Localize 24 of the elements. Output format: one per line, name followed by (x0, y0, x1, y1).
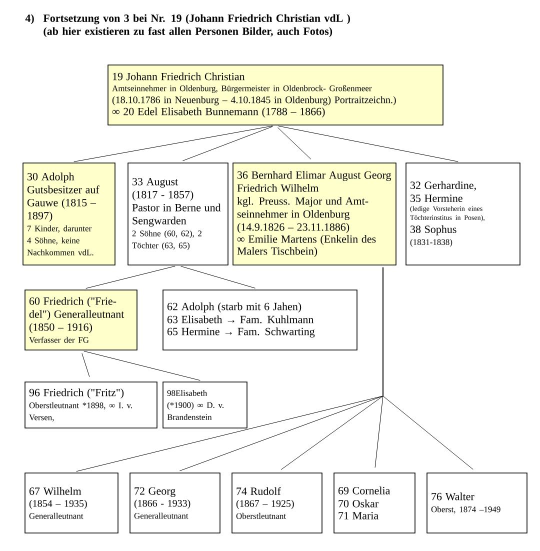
connector-line (82, 353, 90, 378)
person-box: 69 Cornelia 70 Oskar 71 Maria (334, 472, 416, 534)
person-box: 98Elisabeth (*1900) ∞ D. v. Brandenstein (162, 382, 248, 428)
person-box: 96 Friedrich ("Fritz") Oberstleutnant *1898, ∞ I. v. Versen, (24, 382, 158, 428)
person-box: 60 Friedrich ("Frie-del") Generalleutnant (1850 – 1916) Verfasser der FG (24, 290, 138, 350)
connector-line (86, 266, 176, 289)
person-box: 76 Walter Oberst, 1874 –1949 (426, 472, 528, 534)
connector-line (382, 267, 474, 470)
connector-line (277, 127, 312, 160)
connector-line (84, 350, 200, 381)
connector-line (180, 266, 256, 288)
connector-line (278, 126, 458, 162)
person-box: 74 Rudolf (1867 – 1925) Oberstleutnant (232, 472, 322, 534)
person-box: 30 Adolph Gutsbesitzer auf Gauwe (1815 – 1897) 7 Kinder, darunter 4 Söhne, keine Nachkommen vdL. (22, 162, 116, 266)
person-box: 67 Wilhelm (1854 – 1935) Generalleutnant (24, 472, 118, 534)
person-box: 36 Bernhard Elimar August Georg Friedrich Wilhelm kgl. Preuss. Major und Amt-seinnehmer in Oldenburg (14.9.1826 – 23.11.1886) ∞ Emilie Martens (Enkelin des Malers Tischbein) (232, 162, 396, 266)
person-box: 19 Johann Friedrich Christian Amtseinnehmer in Oldenburg, Bürgermeister in Oldenbrock- Großenmeer (18.10.1786 in Neuenburg – 4.10.1845 in Oldenburg) Portraitzeichn.) ∞ 20 Edel Elisabeth Bunnemann (1788 – 1866) (108, 64, 444, 126)
person-box: 33 August (1817 - 1857) Pastor in Berne und Sengwarden 2 Söhne (60, 62), 2 Töchter (63, 65) (128, 162, 228, 266)
item-number: 4) (25, 14, 34, 24)
title: Fortsetzung von 3 bei Nr. 19 (Johann Friedrich Christian vdL ) (ab hier existieren zu fast allen Personen Bilder, auch Fotos) (43, 14, 350, 38)
person-box: 72 Georg (1866 - 1933) Generalleutnant (130, 472, 220, 534)
connector-line (182, 126, 273, 162)
connector-line (74, 126, 273, 162)
person-box: 62 Adolph (starb mit 6 Jahen) 63 Elisabeth → Fam. Kuhlmann 65 Hermine → Fam. Schwarting (162, 290, 358, 350)
